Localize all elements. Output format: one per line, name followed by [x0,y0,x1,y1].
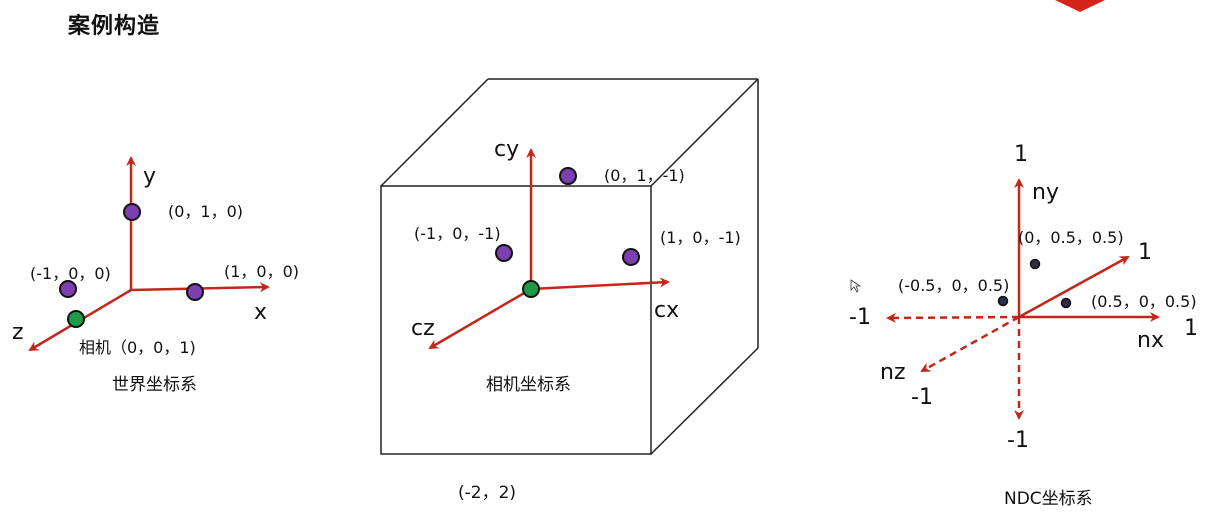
ndc-caption: NDC坐标系 [1004,489,1093,509]
camera-point-right [622,248,640,266]
ndc-axis-x-label: nx [1137,328,1164,353]
ndc-diag-axis [1018,255,1130,319]
camera-axis-x-label: cx [654,298,680,323]
world-point-x-label: (1，0，0) [224,262,300,281]
ndc-tick-y-pos: 1 [1014,142,1028,167]
camera-point-left-label: (-1，0，-1) [414,224,501,243]
camera-x-axis [530,277,670,291]
cube-edge-top-left [380,78,489,187]
ndc-point-right-label: (0.5，0，0.5) [1091,292,1197,311]
ndc-tick-diag-pos: 1 [1138,240,1152,265]
corner-red-mark [1055,0,1105,12]
camera-point-origin [522,280,540,298]
world-point-negx-label: (-1，0，0) [30,264,111,283]
world-point-negx [59,280,77,298]
ndc-points [997,258,1072,309]
ndc-tick-z-neg: -1 [911,385,933,410]
world-axis-z-label: z [12,320,24,345]
ndc-tick-y-neg: -1 [1007,428,1029,453]
world-axis-x-label: x [254,300,268,325]
world-point-camera [67,310,85,328]
camera-axis-y-label: cy [494,137,520,162]
ndc-axes [886,178,1160,420]
camera-point-top-label: (0，1，-1) [604,166,685,185]
camera-bottom-note: (-2，2) [458,483,517,503]
camera-axes [428,148,670,350]
cube-edge-top-right [650,78,759,187]
ndc-point-top [1029,258,1041,270]
ndc-axis-z-label: nz [880,360,906,385]
ndc-axis-y-label: ny [1032,180,1059,205]
camera-points [495,167,640,298]
camera-point-right-label: (1，0，-1) [660,228,741,247]
ndc-tick-x-neg: -1 [849,305,871,330]
camera-caption: 相机坐标系 [486,375,571,395]
world-axis-y-label: y [143,164,157,189]
ndc-negx-axis [886,312,1020,323]
camera-z-axis [428,287,532,350]
ndc-point-left-label: (-0.5，0，0.5) [898,276,1010,295]
ndc-point-right [1060,297,1072,309]
world-point-camera-label: 相机（0，0，1) [79,338,196,357]
world-points [59,203,204,328]
page-title: 案例构造 [68,14,161,39]
ndc-tick-x-pos: 1 [1184,316,1198,341]
camera-point-left [495,244,513,262]
camera-cube [380,78,759,455]
world-point-y [123,203,141,221]
world-point-y-label: (0，1，0) [168,202,244,221]
camera-axis-z-label: cz [411,316,435,341]
ndc-point-top-label: (0，0.5，0.5) [1018,228,1124,247]
ndc-z-axis [920,315,1020,373]
cube-edge-bottom-right [650,347,759,455]
world-point-x [186,283,204,301]
ndc-point-left [997,295,1009,307]
camera-point-top [559,167,577,185]
world-caption: 世界坐标系 [112,375,197,395]
cursor-icon [850,279,862,293]
cube-front-face [380,185,652,455]
